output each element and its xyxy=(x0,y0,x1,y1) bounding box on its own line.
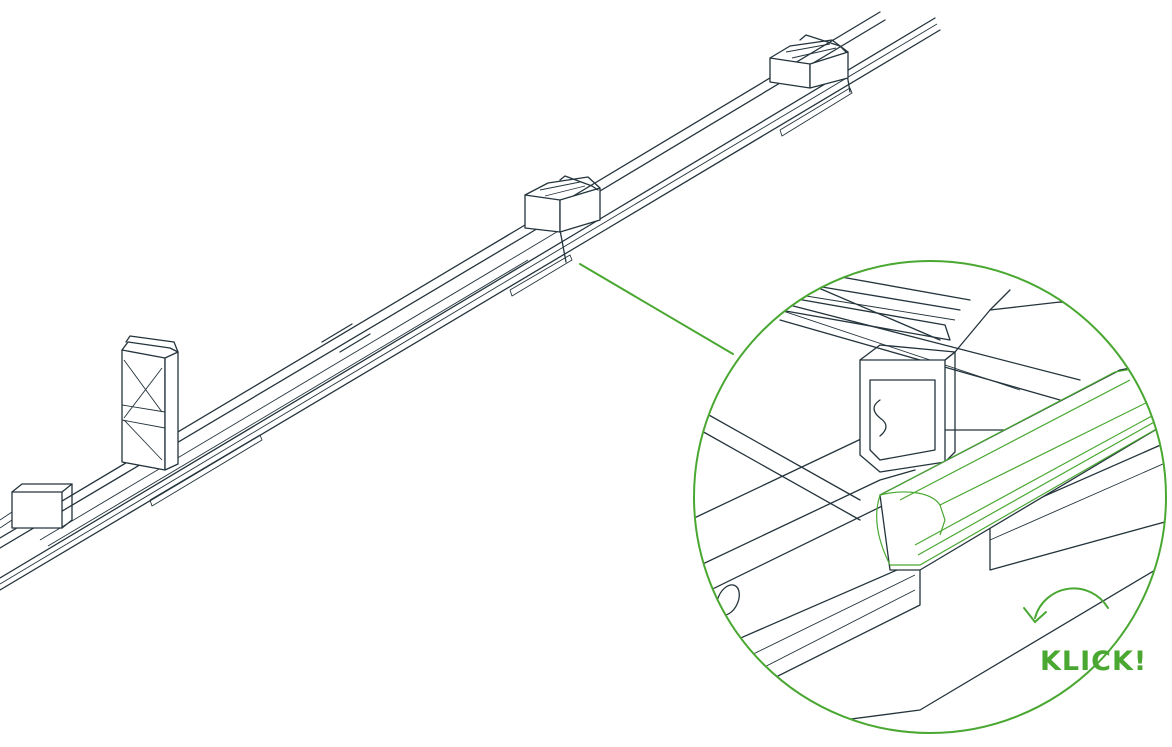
curved-arrow-icon xyxy=(1023,587,1109,624)
callout-leader-line xyxy=(579,263,734,355)
mid-clamp-tall xyxy=(121,335,179,471)
detail-zoom-view xyxy=(694,261,1166,733)
mid-clamp-top xyxy=(769,34,849,89)
mid-clamp-center xyxy=(524,175,601,233)
end-clamp xyxy=(0,483,73,529)
detail-zoom-circle xyxy=(693,260,1167,734)
klick-label: KLICK! xyxy=(1040,646,1147,677)
